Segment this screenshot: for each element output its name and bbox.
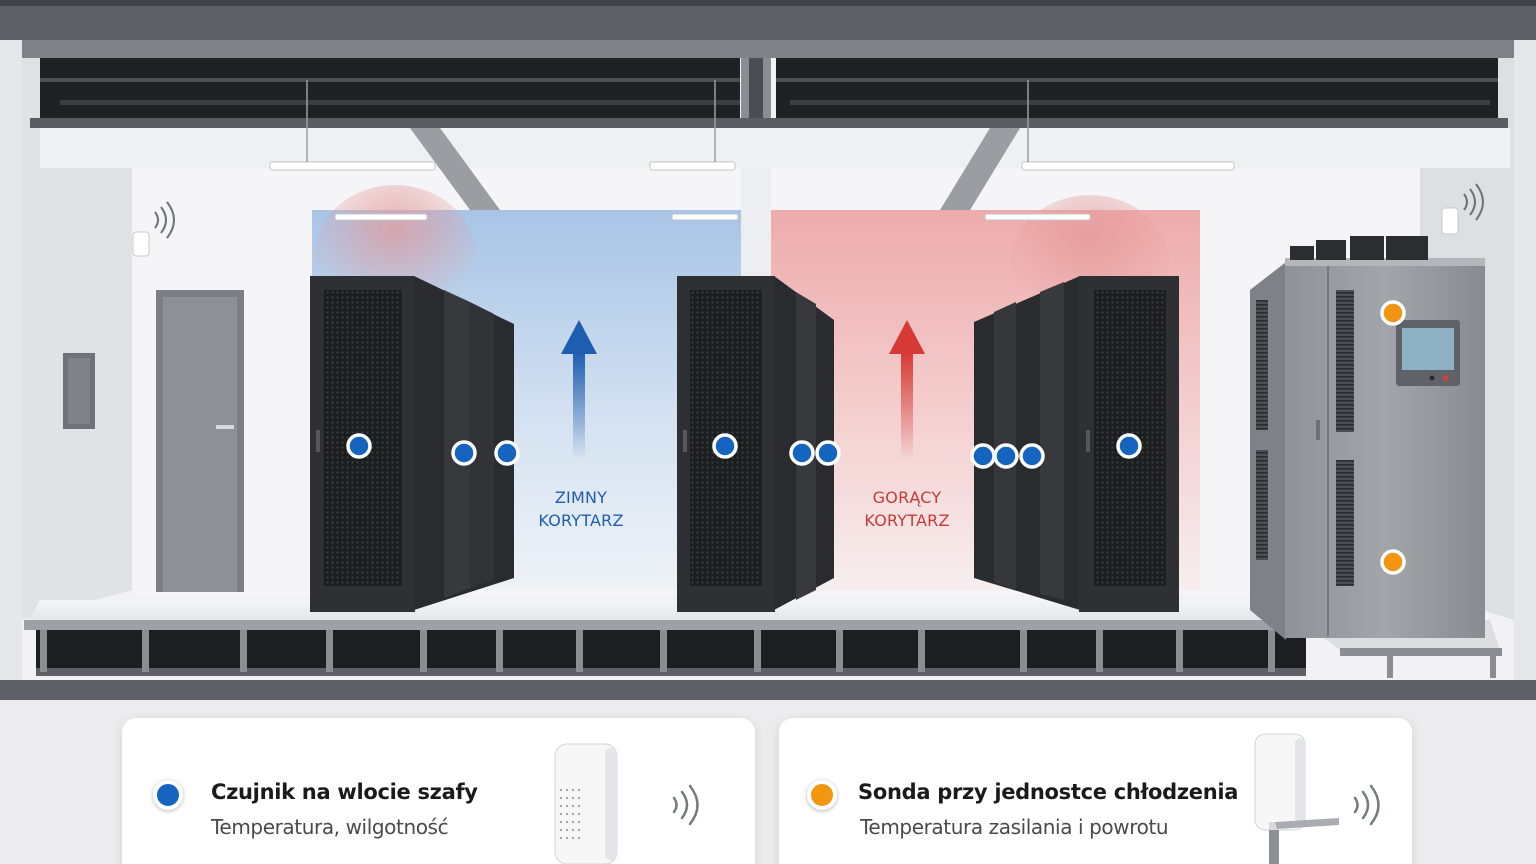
cooling-probe-legend-dot — [807, 780, 837, 810]
hot-aisle-label: GORĄCY KORYTARZ — [842, 486, 972, 532]
hot-aisle-label-line1: GORĄCY — [872, 488, 942, 507]
inlet-sensor-marker[interactable] — [993, 443, 1019, 469]
cold-airflow-arrow-icon — [561, 320, 597, 460]
legend-title-cooling: Sonda przy jednostce chłodzenia — [858, 780, 1239, 804]
legend-subtitle-cooling: Temperatura zasilania i powrotu — [860, 815, 1169, 839]
legend-title-inlet: Czujnik na wlocie szafy — [211, 780, 478, 804]
cooling-probe-marker[interactable] — [1380, 549, 1406, 575]
inlet-sensor-marker[interactable] — [815, 440, 841, 466]
wall-sensor-right — [1441, 183, 1484, 235]
data-center-cross-section — [0, 0, 1536, 700]
legend-card-cooling-probe: Sonda przy jednostce chłodzenia Temperat… — [779, 718, 1412, 864]
cooling-probe-device-icon — [1254, 733, 1339, 864]
cooling-unit — [1250, 236, 1485, 640]
cold-aisle-label-line2: KORYTARZ — [538, 511, 624, 530]
inlet-sensor-legend-dot — [153, 780, 183, 810]
inlet-sensor-marker[interactable] — [1116, 433, 1142, 459]
inlet-sensor-marker[interactable] — [1019, 443, 1045, 469]
inlet-sensor-marker[interactable] — [494, 440, 520, 466]
rack-row-1 — [310, 276, 514, 612]
cold-aisle-label-line1: ZIMNY — [554, 488, 608, 507]
cold-aisle-label: ZIMNY KORYTARZ — [516, 486, 646, 532]
legend-card-inlet-sensor: Czujnik na wlocie szafy Temperatura, wil… — [122, 718, 755, 864]
inlet-sensor-marker[interactable] — [346, 433, 372, 459]
inlet-sensor-marker[interactable] — [789, 440, 815, 466]
inlet-sensor-marker[interactable] — [970, 443, 996, 469]
hot-aisle-label-line2: KORYTARZ — [864, 511, 950, 530]
wall-sensor-left — [132, 201, 175, 257]
legend-subtitle-inlet: Temperatura, wilgotność — [211, 815, 449, 839]
inlet-sensor-marker[interactable] — [712, 433, 738, 459]
cooling-probe-marker[interactable] — [1380, 300, 1406, 326]
wireless-signal-icon — [1353, 784, 1380, 826]
inlet-sensor-marker[interactable] — [451, 440, 477, 466]
wireless-signal-icon — [672, 784, 699, 826]
inlet-sensor-device-icon — [554, 743, 618, 864]
hot-airflow-arrow-icon — [889, 320, 925, 460]
